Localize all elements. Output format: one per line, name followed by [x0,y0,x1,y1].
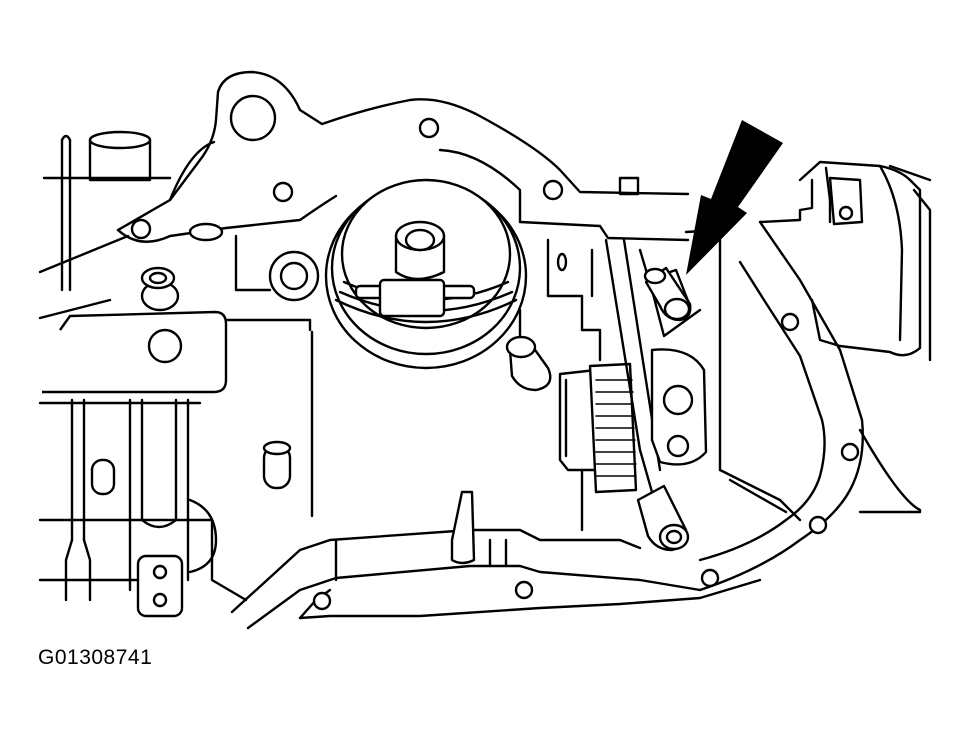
central-pulley [224,178,568,370]
right-flange [698,220,922,592]
left-rods [64,398,218,618]
left-plate [42,310,228,394]
upper-flange [116,70,690,243]
upper-right-housing [758,160,932,362]
lower-gasket-rail [210,490,762,630]
flange-hole-large [229,94,277,142]
plate-hole [147,328,183,364]
pin [90,458,116,496]
figure-id-label: G01308741 [38,646,153,669]
dowel-pin [643,266,692,322]
pointer-arrow-icon [686,120,783,275]
gear-sprocket [558,362,638,494]
block-body [140,238,602,532]
